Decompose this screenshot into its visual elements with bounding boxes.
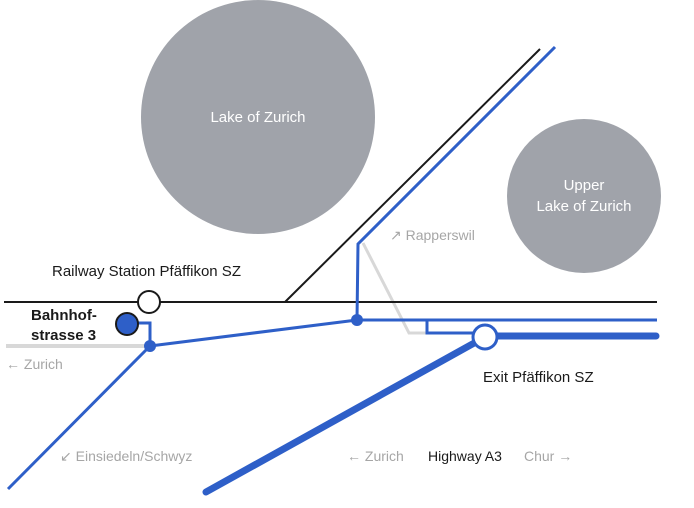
- direction-highway-zurich: ← Zurich: [347, 448, 404, 464]
- upper-lake-label-line1: Upper: [564, 177, 605, 194]
- railway-line-rapperswil: [284, 48, 541, 303]
- upper-lake-label-line2: Lake of Zurich: [536, 198, 631, 215]
- direction-highway-chur: Chur →: [524, 448, 572, 464]
- road-main: [149, 318, 657, 348]
- location-label-line2: strasse 3: [31, 327, 96, 344]
- lake-of-zurich-label: Lake of Zurich: [210, 109, 305, 126]
- railway-station-label: Railway Station Pfäffikon SZ: [52, 263, 241, 280]
- location-marker: [115, 312, 139, 336]
- railway-station-marker: [137, 290, 161, 314]
- location-label-line1: Bahnhof-: [31, 307, 97, 324]
- exit-label: Exit Pfäffikon SZ: [483, 369, 594, 386]
- road-einsiedeln: [6, 344, 152, 491]
- highway-a3: [202, 333, 489, 496]
- rapperswil-road-muted: [361, 242, 427, 335]
- direction-einsiedeln: ↙ Einsiedeln/Schwyz: [60, 448, 192, 464]
- junction-dot-einsiedeln: [144, 340, 156, 352]
- direction-rapperswil: ↗ Rapperswil: [390, 227, 475, 243]
- exit-marker: [471, 323, 499, 351]
- junction-dot-rapperswil: [351, 314, 363, 326]
- lake-of-zurich: [141, 0, 375, 234]
- upper-lake-of-zurich: [507, 119, 661, 273]
- direction-zurich-west: ← Zurich: [6, 356, 63, 372]
- road-exit-connector: [425, 320, 478, 335]
- road-rapperswil: [355, 45, 557, 321]
- highway-a3-label: Highway A3: [428, 448, 502, 464]
